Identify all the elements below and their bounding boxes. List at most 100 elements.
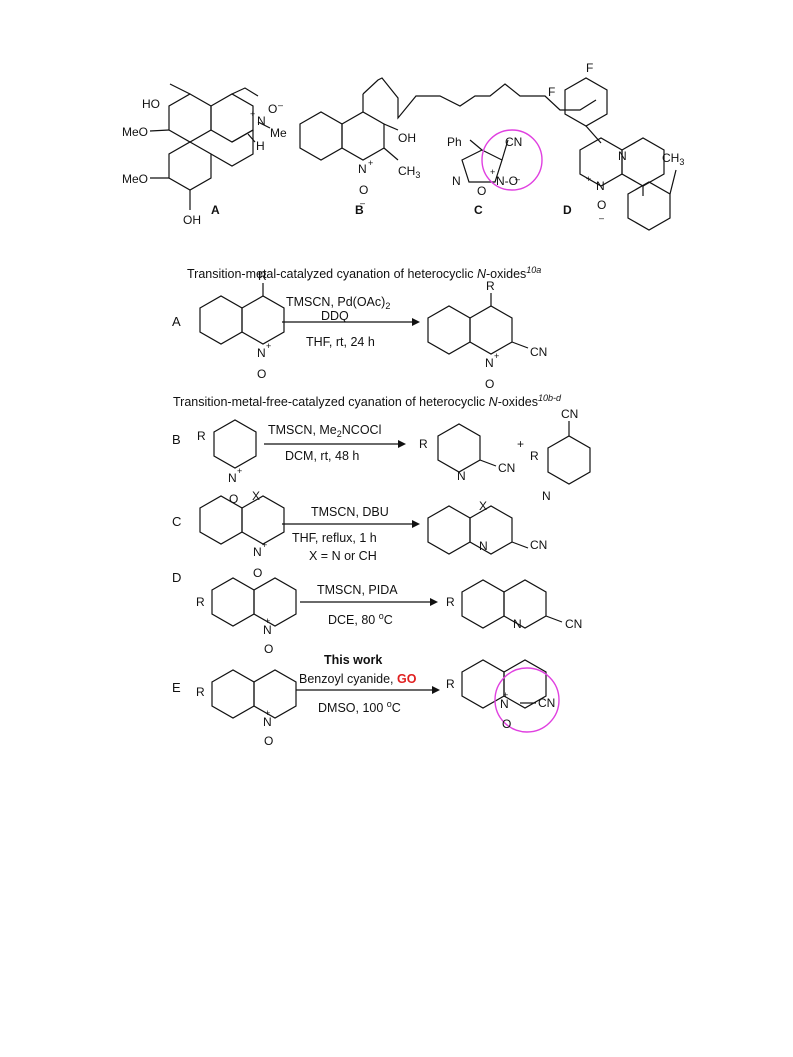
b-ch3-label: CH3 [398, 164, 420, 180]
reaction-e-product-r: R [446, 677, 455, 691]
c-o-label: O [477, 184, 486, 198]
reaction-a-reagents: TMSCN, Pd(OAc)2 [286, 295, 390, 311]
reaction-d-substrate-o: O [264, 642, 273, 656]
d-n2-label: N [596, 179, 605, 193]
reaction-d-reagents: TMSCN, PIDA [317, 583, 398, 597]
reaction-e-substrate-r: R [196, 685, 205, 699]
c-n1-label: N [452, 174, 461, 188]
reaction-c-substrate-o: O [253, 566, 262, 580]
d-f2-label: F [586, 61, 593, 75]
reaction-b-substrate-o: O [229, 492, 238, 506]
reaction-b-product1-cn: CN [498, 461, 515, 475]
reaction-d-product-r: R [446, 595, 455, 609]
reaction-b-product2-r: R [530, 449, 539, 463]
reaction-a-reagent-ddq: DDQ [321, 309, 349, 323]
reaction-b-substrate-plus: + [237, 466, 242, 476]
reaction-c-product-cn: CN [530, 538, 547, 552]
compound-a: HO MeO MeO OH N + O – Me H A [122, 83, 287, 227]
b-o-label: O [359, 183, 368, 197]
reaction-c-product-x: X [479, 499, 487, 513]
reaction-e: E R N + O This work Benzoyl cyanide, GO … [172, 653, 560, 748]
heading-metal-catalyzed: Transition-metal-catalyzed cyanation of … [187, 265, 541, 281]
b-ominus-label: – [360, 198, 365, 208]
c-ph-label: Ph [447, 135, 462, 149]
c-nplus-label: + [490, 167, 495, 177]
reaction-b-conditions: DCM, rt, 48 h [285, 449, 359, 463]
reaction-d: D R N + O TMSCN, PIDA DCE, 80 oC R N CN [172, 570, 582, 656]
reaction-e-conditions: DMSO, 100 oC [318, 699, 401, 715]
reaction-d-label: D [172, 570, 181, 585]
reaction-a-label: A [172, 314, 181, 329]
b-oh-label: OH [398, 131, 416, 145]
a-meo-label-2: MeO [122, 172, 148, 186]
reaction-d-conditions: DCE, 80 oC [328, 611, 393, 627]
reaction-b-product1-n: N [457, 469, 466, 483]
d-ominus-label: – [599, 213, 604, 223]
a-me-label: Me [270, 126, 287, 140]
a-ho-label: HO [142, 97, 160, 111]
reaction-d-product-n: N [513, 617, 522, 631]
reaction-d-substrate-n: N [263, 623, 272, 637]
reaction-a-product-o: O [485, 377, 494, 391]
reaction-c-substrate-plus: + [262, 540, 267, 550]
b-n-label: N [358, 162, 367, 176]
b-nplus-label: + [368, 158, 373, 168]
reaction-d-substrate-plus: + [265, 616, 270, 626]
reaction-e-title: This work [324, 653, 382, 667]
reaction-d-substrate-r: R [196, 595, 205, 609]
reaction-b-reagents: TMSCN, Me2NCOCl [268, 423, 381, 439]
c-n2-label: N-O [496, 174, 518, 188]
reaction-b-product2-n: N [542, 489, 551, 503]
reaction-e-label: E [172, 680, 181, 695]
reaction-c-reagents: TMSCN, DBU [311, 505, 389, 519]
reaction-a-product-plus: + [494, 351, 499, 361]
reaction-c-substrate-x: X [252, 489, 260, 503]
compound-a-label: A [211, 203, 220, 217]
d-o-label: O [597, 198, 606, 212]
reaction-e-highlight-circle [494, 667, 560, 733]
reaction-b-plus-sign: + [517, 437, 524, 451]
compound-c-label: C [474, 203, 483, 217]
d-nplus-label: + [586, 174, 591, 184]
reaction-b-product2-cn: CN [561, 407, 578, 421]
reaction-a-substrate-o: O [257, 367, 266, 381]
reaction-e-substrate-o: O [264, 734, 273, 748]
reaction-e-product-n: N [500, 697, 509, 711]
reaction-a-product-r: R [486, 279, 495, 293]
compound-c: Ph CN N O N-O + – C [447, 129, 543, 217]
reaction-e-substrate-n: N [263, 715, 272, 729]
compound-d-label: D [563, 203, 572, 217]
compound-b: OH CH3 N + O – B [299, 77, 597, 217]
reaction-a-substrate-r: R [258, 269, 267, 283]
reaction-a-substrate-plus: + [266, 341, 271, 351]
a-meo-label-1: MeO [122, 125, 148, 139]
reaction-c-conditions: THF, reflux, 1 h [292, 531, 377, 545]
reaction-e-product-cn: CN [538, 696, 555, 710]
reaction-e-product-plus: + [503, 690, 508, 700]
d-f1-label: F [548, 85, 555, 99]
compound-b-label: B [355, 203, 364, 217]
reaction-a-product-n: N [485, 356, 494, 370]
reaction-a-product-cn: CN [530, 345, 547, 359]
reaction-e-product-o: O [502, 717, 511, 731]
reaction-b-product1-r: R [419, 437, 428, 451]
reaction-a: A R N + O TMSCN, Pd(OAc)2 DDQ THF, rt, 2… [172, 269, 547, 391]
reaction-c-product-n: N [479, 539, 488, 553]
reaction-c: C X N + O TMSCN, DBU THF, reflux, 1 h X … [172, 489, 547, 580]
a-o-label: O [268, 102, 277, 116]
a-h-label: H [256, 139, 265, 153]
reaction-a-conditions: THF, rt, 24 h [306, 335, 375, 349]
reaction-b-substrate-n: N [228, 471, 237, 485]
reaction-b: B R N + O TMSCN, Me2NCOCl DCM, rt, 48 h … [172, 407, 591, 506]
heading-metal-free: Transition-metal-free-catalyzed cyanatio… [173, 393, 562, 409]
a-n-label: N [257, 114, 266, 128]
reaction-d-product-cn: CN [565, 617, 582, 631]
reaction-c-label: C [172, 514, 181, 529]
reaction-e-substrate-plus: + [265, 708, 270, 718]
reaction-e-reagents: Benzoyl cyanide, GO [299, 672, 417, 686]
reaction-b-substrate-r: R [197, 429, 206, 443]
d-n1-label: N [618, 149, 627, 163]
reaction-c-substrate-n: N [253, 545, 262, 559]
compound-d: F F N N + O – CH3 D [548, 61, 684, 231]
